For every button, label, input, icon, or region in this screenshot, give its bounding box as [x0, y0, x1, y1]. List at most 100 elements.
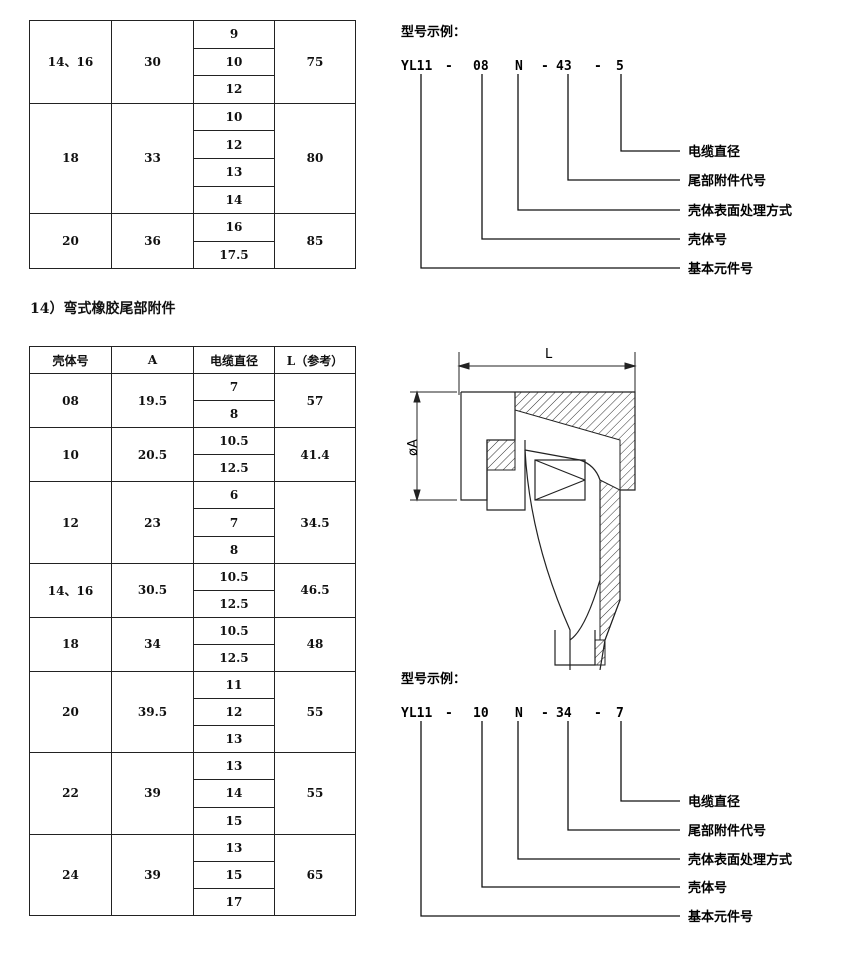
model-code-part: N — [515, 706, 523, 721]
cell-shell: 14、16 — [29, 20, 112, 104]
cell-a: 30.5 — [111, 562, 194, 618]
cell-cable-diameter: 12.5 — [193, 589, 275, 618]
header-l-ref: L（参考） — [274, 346, 356, 374]
cell-l: 55 — [274, 671, 356, 754]
example-title: 型号示例： — [401, 24, 466, 40]
cell-cable-diameter: 7 — [193, 508, 275, 537]
model-code-part: N — [515, 59, 523, 74]
cell-l: 65 — [274, 833, 356, 916]
model-code-label: 基本元件号 — [687, 909, 753, 925]
cell-shell: 08 — [29, 372, 112, 429]
model-code-part: 7 — [616, 706, 624, 721]
cell-cable-diameter: 14 — [193, 185, 275, 215]
table-row: 12.5 — [30, 643, 356, 673]
cell-a: 39 — [111, 833, 194, 916]
cell-cable-diameter: 17 — [193, 887, 275, 916]
cell-cable-diameter: 16 — [193, 213, 275, 242]
cell-l: 46.5 — [274, 562, 356, 618]
model-code-label: 电缆直径 — [688, 144, 740, 160]
table-row: 13 — [30, 725, 356, 754]
cell-cable-diameter: 13 — [193, 725, 275, 754]
model-code-part: - — [445, 59, 453, 74]
cell-shell: 18 — [29, 616, 112, 673]
cell-cable-diameter: 12 — [193, 75, 275, 104]
cell-cable-diameter: 9 — [193, 20, 275, 49]
cell-cable-diameter: 10.5 — [193, 562, 275, 591]
cell-l: 48 — [274, 616, 356, 673]
cell-a: 23 — [111, 481, 194, 564]
model-code-part: YL11 — [401, 706, 432, 721]
cell-cable-diameter: 6 — [193, 481, 275, 510]
cell-a: 20.5 — [111, 427, 194, 483]
cell-a: 34 — [111, 616, 194, 673]
cell-l: 55 — [274, 752, 356, 835]
model-code-label: 壳体号 — [687, 880, 727, 896]
model-code-label: 尾部附件代号 — [688, 823, 766, 839]
cell-cable-diameter: 7 — [193, 372, 275, 402]
model-code-part: 34 — [556, 706, 572, 721]
cell-a: 30 — [111, 20, 194, 104]
header-shell: 壳体号 — [29, 346, 112, 374]
table-header-row: 壳体号 A 电缆直径 L（参考） — [29, 346, 356, 374]
model-code-part: - — [445, 706, 453, 721]
dim-l-label: L — [545, 347, 553, 362]
table-row: 15 — [30, 860, 356, 889]
cell-l: 34.5 — [274, 481, 356, 564]
cell-a: 39 — [111, 752, 194, 835]
example-title: 型号示例： — [401, 671, 466, 687]
cell-cable-diameter: 15 — [193, 806, 275, 835]
cell-shell: 20 — [29, 671, 112, 754]
cell-l: 57 — [274, 372, 356, 429]
cell-shell: 22 — [29, 752, 112, 835]
cell-cable-diameter: 13 — [193, 833, 275, 862]
table-row: 14 — [30, 779, 356, 808]
model-code-label: 电缆直径 — [688, 794, 740, 810]
cell-cable-diameter: 12.5 — [193, 454, 275, 483]
table-row: 10 — [30, 47, 356, 77]
model-code-part: - — [541, 59, 549, 74]
table-row: 17 — [30, 887, 356, 916]
model-code-part: - — [541, 706, 549, 721]
cell-cable-diameter: 14 — [193, 779, 275, 808]
model-code-part: 08 — [473, 59, 489, 74]
cell-cable-diameter: 13 — [193, 157, 275, 187]
cell-cable-diameter: 8 — [193, 400, 275, 429]
table-row: 12.5 — [30, 589, 356, 618]
cell-shell: 10 — [29, 427, 112, 483]
cell-cable-diameter: 10 — [193, 47, 275, 77]
model-code-part: YL11 — [401, 59, 432, 74]
table-row: 13 — [30, 157, 356, 187]
cell-cable-diameter: 17.5 — [193, 240, 275, 270]
cell-cable-diameter: 13 — [193, 752, 275, 781]
cell-a: 36 — [111, 213, 194, 270]
cell-shell: 12 — [29, 481, 112, 564]
model-code-part: - — [594, 59, 602, 74]
cell-cable-diameter: 12 — [193, 130, 275, 159]
header-cable-diameter: 电缆直径 — [193, 346, 275, 374]
model-code-label: 壳体表面处理方式 — [687, 203, 792, 219]
cell-cable-diameter: 12 — [193, 698, 275, 727]
table-row: 14 — [30, 185, 356, 215]
model-code-label: 壳体号 — [687, 232, 727, 248]
cell-shell: 24 — [29, 833, 112, 916]
cell-cable-diameter: 10.5 — [193, 616, 275, 645]
model-code-label: 基本元件号 — [687, 261, 753, 277]
table-row: 12.5 — [30, 454, 356, 483]
cell-cable-diameter: 10.5 — [193, 427, 275, 456]
cell-shell: 18 — [29, 102, 112, 215]
cell-cable-diameter: 11 — [193, 671, 275, 700]
